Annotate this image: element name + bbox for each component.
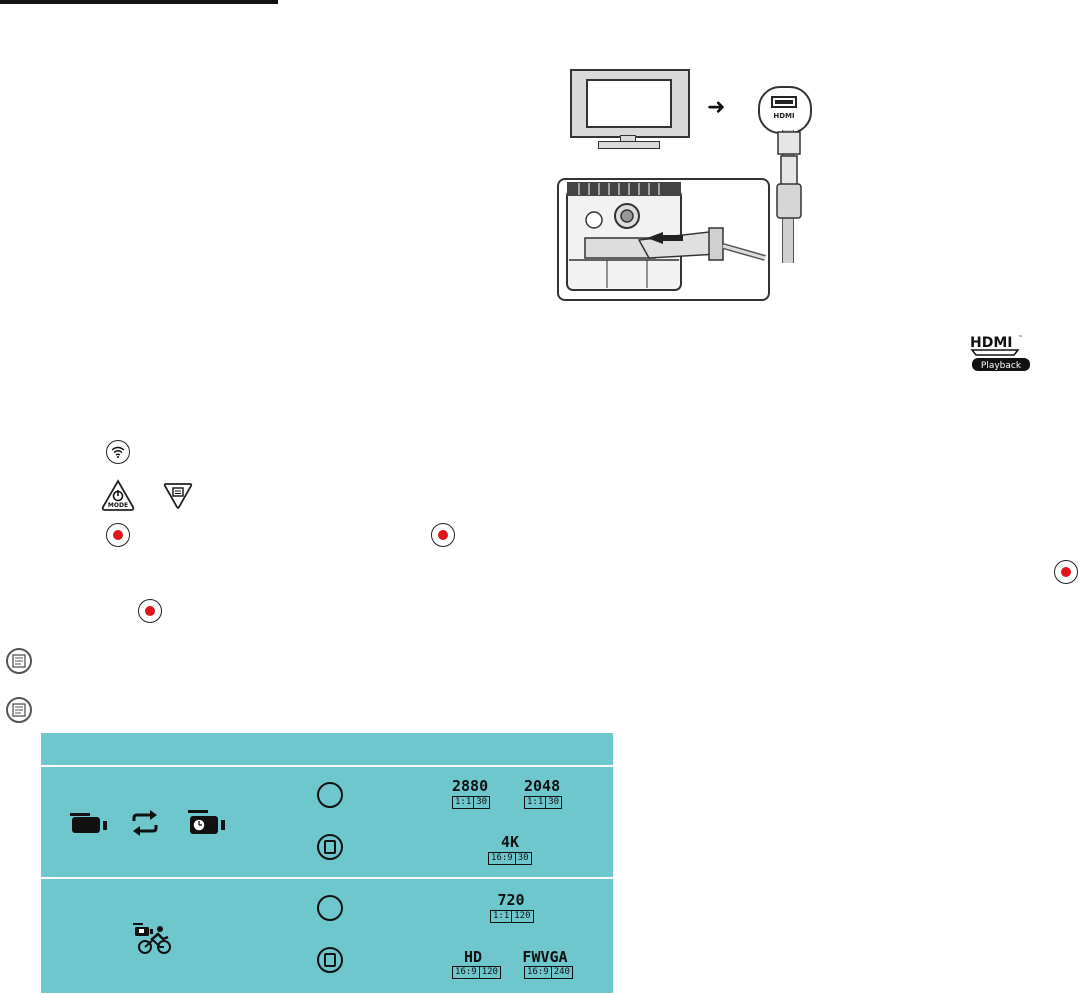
record-dot-icon [113,530,123,540]
menu-button-icon [163,483,193,509]
table-header-row [41,733,613,765]
resolution-spec: 16:9 120 [452,966,501,979]
sport-video-icon [133,923,171,954]
hdmi-playback-icon: HDMI ™ Playback [970,335,1030,371]
mode-label: MODE [108,502,128,509]
camera-icon [557,178,770,301]
timelapse-video-icon [188,810,225,834]
note-icon [6,697,32,723]
aspect-ratio: 16:9 [491,853,513,863]
hdmi-port-label: HDMI [773,112,794,120]
resolution-label: 2880 [452,777,489,795]
hdmi-port-icon: HDMI [758,86,812,134]
hdmi-logo-text: HDMI [970,335,1012,351]
row-divider [41,765,613,767]
hdmi-cable-plug [776,131,802,219]
resolution-label: 720 [497,891,525,909]
aspect-ratio: 1:1 [493,911,510,921]
frame-rate: 30 [514,853,531,864]
square-lens-icon [317,834,343,860]
resolution-label: 2048 [524,777,561,795]
square-lens-icon [317,947,343,973]
resolution-spec: 1:1 30 [524,796,563,809]
tv-stand-base [598,141,660,149]
resolution-label: FWVGA [522,948,568,966]
circle-lens-icon [317,782,343,808]
svg-text:™: ™ [1018,335,1023,341]
aspect-ratio: 16:9 [455,967,477,977]
top-rule [0,0,278,4]
frame-rate: 240 [550,967,572,978]
arrow-right-icon: ➜ [707,94,726,119]
aspect-ratio: 1:1 [455,797,472,807]
mode-power-button-icon: MODE [101,479,135,511]
resolution-spec: 1:1 120 [490,910,534,923]
loop-icon [132,810,158,836]
resolution-spec: 1:1 30 [452,796,491,809]
record-dot-icon [1061,567,1071,577]
record-button-icon [1054,560,1078,584]
row-divider [41,877,613,879]
frame-rate: 30 [545,797,561,808]
resolution-label: HD [463,948,483,966]
record-dot-icon [145,606,155,616]
circle-lens-icon [317,895,343,921]
record-button-icon [106,523,130,547]
note-icon [6,648,32,674]
record-button-icon [431,523,455,547]
frame-rate: 120 [511,911,532,922]
resolution-spec: 16:9 240 [524,966,573,979]
hdmi-playback-label: Playback [981,361,1022,371]
aspect-ratio: 1:1 [527,797,544,807]
tv-screen [586,79,672,128]
record-button-icon [138,599,162,623]
frame-rate: 30 [473,797,489,808]
frame-rate: 120 [478,967,500,978]
wifi-button-icon [106,440,130,464]
resolution-spec: 16:9 30 [488,852,532,865]
aspect-ratio: 16:9 [527,967,549,977]
record-dot-icon [438,530,448,540]
video-icon [70,813,107,833]
resolution-label: 4K [500,833,520,851]
